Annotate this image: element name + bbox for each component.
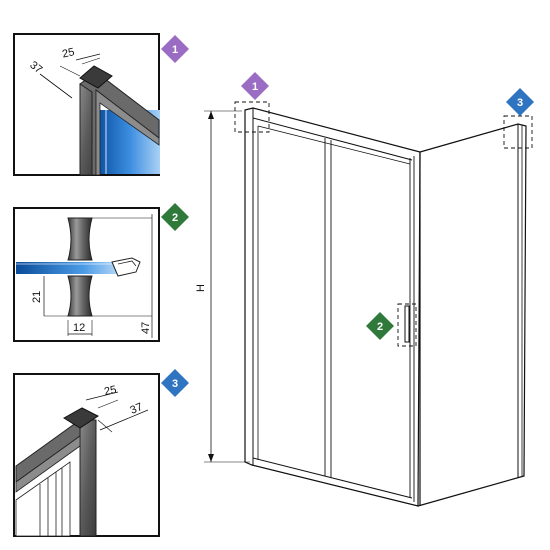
callout-box-3 <box>503 115 533 149</box>
badge-3-detail: 3 <box>161 369 189 397</box>
main-enclosure <box>204 107 527 507</box>
detail-3-vertical-profile <box>79 419 97 537</box>
svg-text:1: 1 <box>252 81 258 93</box>
detail-3-corner-cap <box>63 407 99 429</box>
detail-1-corner-cap <box>79 65 113 89</box>
detail-2-dim-12: 12 <box>73 322 85 334</box>
detail-2-dim-21: 21 <box>31 291 43 303</box>
svg-text:2: 2 <box>377 321 383 333</box>
svg-text:1: 1 <box>172 44 178 56</box>
svg-text:2: 2 <box>172 212 178 224</box>
badge-1-detail: 1 <box>161 35 189 63</box>
detail-3-dim-25: 25 <box>103 384 117 398</box>
badge-3-main: 3 <box>506 88 534 116</box>
svg-text:3: 3 <box>517 97 523 109</box>
badge-1-main: 1 <box>241 72 269 100</box>
detail-1-dim-37: 37 <box>27 59 44 76</box>
front-frame <box>244 107 421 507</box>
svg-text:3: 3 <box>172 378 178 390</box>
detail-2-handle-top <box>67 217 93 261</box>
height-label: H <box>195 284 207 292</box>
detail-1-panel: 25 37 <box>13 33 160 176</box>
detail-3-dim-37: 37 <box>129 401 145 417</box>
callout-box-2 <box>397 303 417 347</box>
badge-2-main: 2 <box>366 312 394 340</box>
detail-2-handle-bottom <box>67 275 93 317</box>
detail-1-dim-25: 25 <box>61 46 75 60</box>
detail-3-panel: 25 37 <box>13 373 160 537</box>
badge-2-detail: 2 <box>161 203 189 231</box>
door-handle <box>404 305 410 343</box>
detail-2-glass <box>16 262 128 274</box>
callout-box-1 <box>234 101 270 133</box>
side-panel <box>417 123 527 507</box>
detail-2-dim-47: 47 <box>140 322 152 334</box>
detail-2-panel: 21 12 47 <box>13 207 160 342</box>
